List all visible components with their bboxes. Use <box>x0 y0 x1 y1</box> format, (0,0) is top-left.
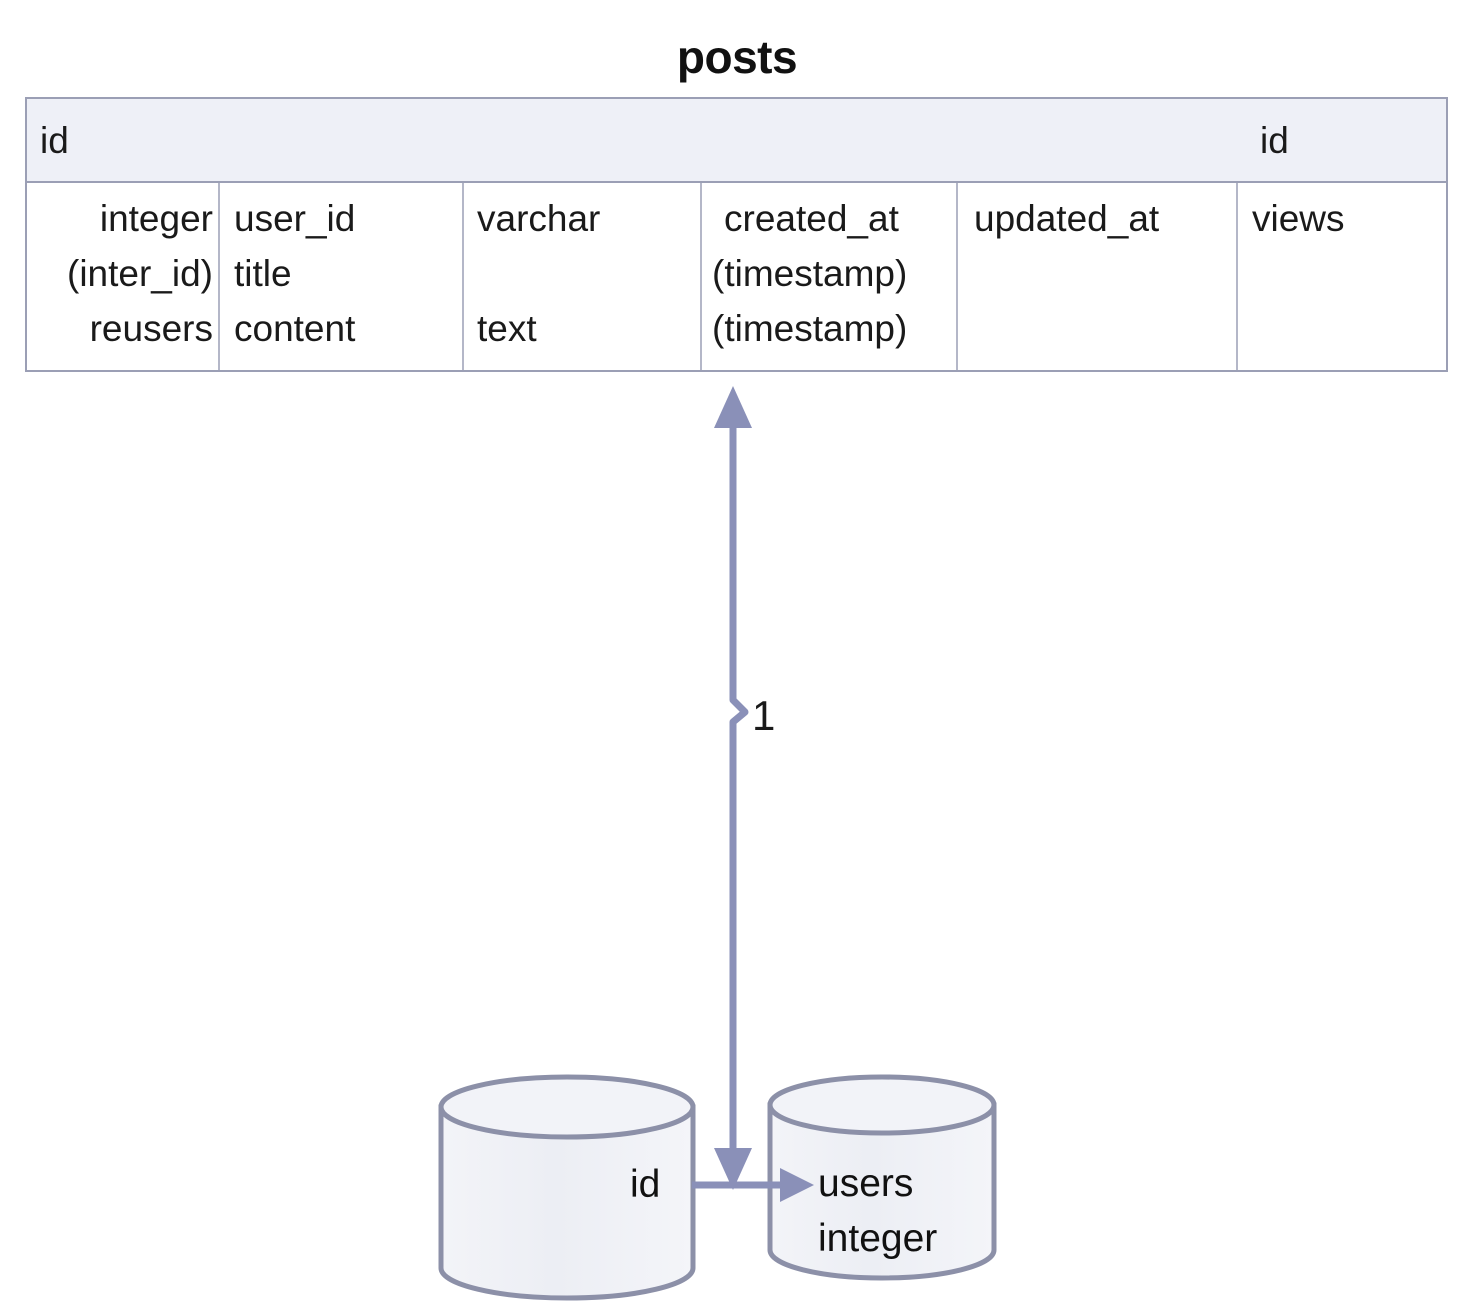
table-cell-column-2: varchar text <box>464 183 702 370</box>
header-cell-left-id: id <box>40 120 69 161</box>
table-cell-column-3: created_at (timestamp) (timestamp) <box>702 183 958 370</box>
cell-text: reusers <box>89 308 213 349</box>
cell-text: (inter_id) <box>67 253 213 294</box>
table-cell-column-4: updated_at <box>958 183 1238 370</box>
table-body-row: integer (inter_id) reusers user_id title… <box>27 183 1446 370</box>
cell-text: title <box>234 253 292 294</box>
posts-entity-table: id id integer (inter_id) reusers user_id… <box>25 97 1448 372</box>
table-cell-column-5: views <box>1238 183 1446 370</box>
relationship-connector <box>714 386 752 1190</box>
cell-text: varchar <box>477 198 601 239</box>
right-cylinder-label-integer: integer <box>818 1217 938 1260</box>
cell-text: text <box>477 308 537 349</box>
table-cell-column-1: user_id title content <box>220 183 464 370</box>
cell-text: created_at <box>724 198 899 239</box>
right-cylinder-label-users: users <box>818 1162 914 1205</box>
cell-text: (timestamp) <box>712 308 908 349</box>
cardinality-label-1: 1 <box>752 692 776 739</box>
cell-text: views <box>1252 198 1345 239</box>
table-cell-column-0: integer (inter_id) reusers <box>27 183 220 370</box>
cell-text: user_id <box>234 198 356 239</box>
cell-text: updated_at <box>974 198 1160 239</box>
cell-text: (timestamp) <box>712 253 908 294</box>
cell-text: integer <box>99 198 213 239</box>
page-title: posts <box>676 31 798 83</box>
cylinder-link-arrow <box>692 1168 814 1202</box>
table-header-row: id id <box>27 99 1446 183</box>
left-cylinder-label-id: id <box>630 1163 661 1206</box>
header-cell-right-id: id <box>1260 120 1289 161</box>
cell-text: content <box>234 308 356 349</box>
cell-text-blank <box>477 246 700 301</box>
